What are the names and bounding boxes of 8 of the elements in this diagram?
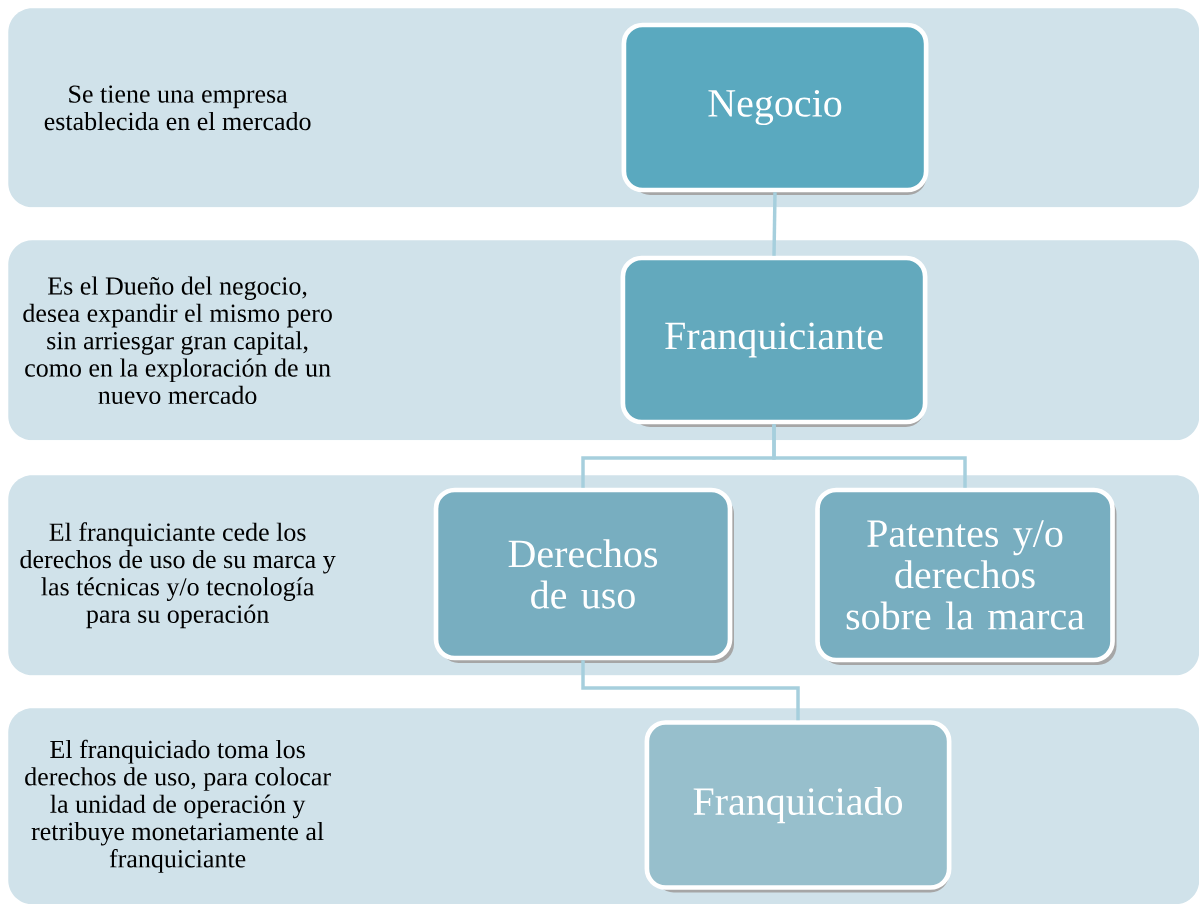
connector-line	[772, 192, 777, 256]
text-box: Franquiciado	[644, 720, 952, 893]
text-box: Franquiciante	[620, 255, 928, 427]
text-box: Derechos de uso	[433, 487, 734, 663]
connector-line	[581, 660, 800, 721]
connector-line	[772, 424, 967, 488]
text-box: Negocio	[621, 22, 929, 195]
text-box: Patentes y/o derechos sobre la marca	[815, 487, 1117, 665]
